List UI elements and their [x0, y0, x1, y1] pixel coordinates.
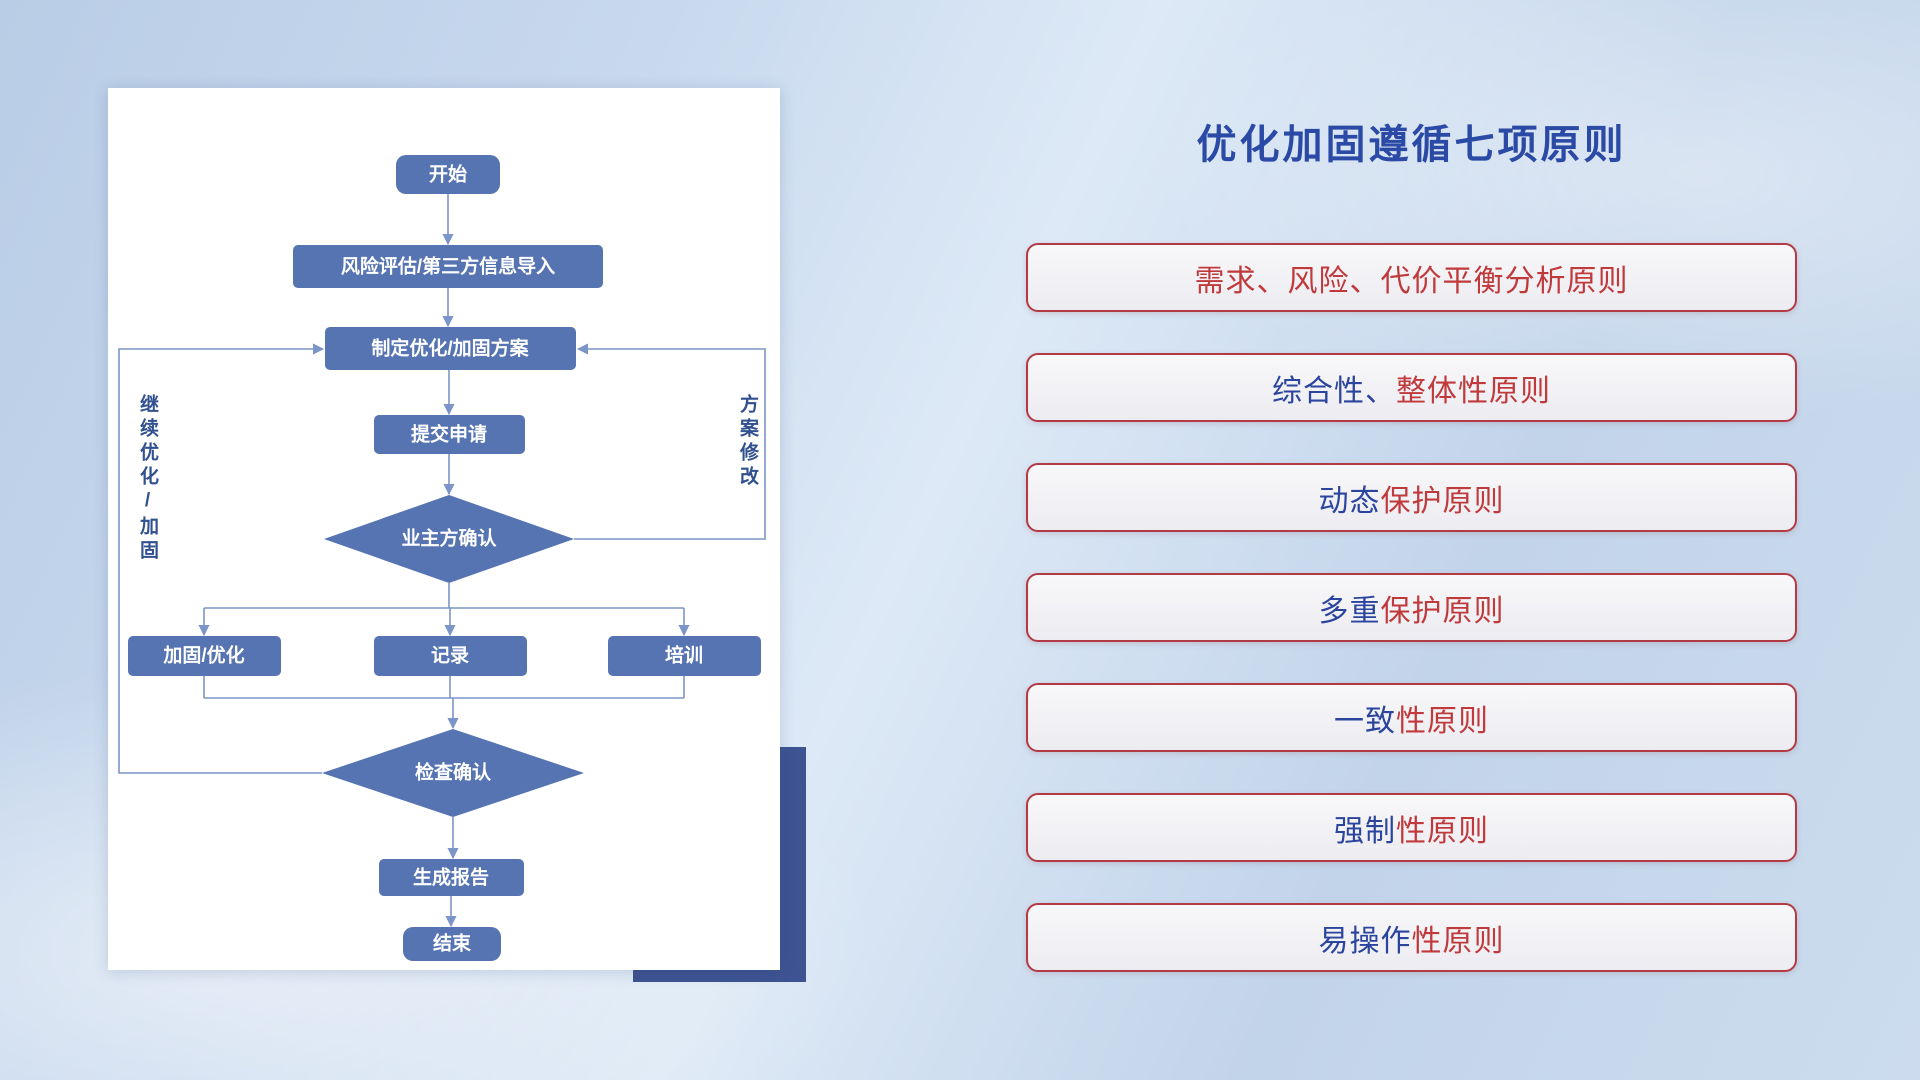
principle-text: 综合性、 — [1272, 374, 1396, 408]
principle-text: 一致 — [1334, 704, 1396, 738]
flow-node-start-label: 开始 — [429, 163, 467, 186]
principle-text: 多重 — [1318, 594, 1381, 628]
principle-item-6: 强制性原则 — [1026, 793, 1797, 862]
flow-node-harden-optimize-label: 加固/优化 — [162, 644, 244, 667]
principle-item-2: 综合性、整体性原则 — [1026, 353, 1797, 422]
flow-node-owner-confirm: 业主方确认 — [324, 495, 574, 583]
flow-node-record: 记录 — [374, 636, 527, 676]
flow-node-check-confirm: 检查确认 — [322, 729, 584, 817]
principles-list: 需求、风险、代价平衡分析原则 综合性、整体性原则 动态保护原则 多重保护原则 一… — [1026, 243, 1797, 972]
flow-node-record-label: 记录 — [431, 645, 469, 667]
flow-node-training: 培训 — [608, 636, 761, 676]
principle-item-5: 一致性原则 — [1026, 683, 1797, 752]
principle-text: 保护原则 — [1380, 594, 1505, 628]
principle-text: 整体性原则 — [1396, 374, 1551, 408]
flow-node-make-plan-label: 制定优化/加固方案 — [371, 337, 529, 360]
principle-text: 易操作 — [1318, 924, 1412, 958]
flow-node-risk-assessment: 风险评估/第三方信息导入 — [293, 245, 603, 288]
flow-node-submit-label: 提交申请 — [411, 423, 487, 446]
flowchart-card: 开始 风险评估/第三方信息导入 制定优化/加固方案 提交申请 业主方确认 加固/ — [108, 88, 780, 970]
flow-node-start: 开始 — [396, 155, 500, 194]
flow-node-make-plan: 制定优化/加固方案 — [325, 327, 576, 370]
flow-node-end: 结束 — [403, 927, 501, 961]
principle-item-7: 易操作性原则 — [1026, 903, 1797, 972]
principle-item-4: 多重保护原则 — [1026, 573, 1797, 642]
flow-node-check-confirm-label: 检查确认 — [415, 761, 491, 784]
principle-text: 性原则 — [1411, 924, 1505, 958]
flow-node-training-label: 培训 — [665, 644, 703, 667]
loop-label-plan-modify: 方案修改 — [737, 394, 758, 490]
flow-connectors — [118, 194, 766, 928]
loop-label-continue-optimize: 继续优化/加固 — [137, 394, 158, 564]
flow-node-generate-report-label: 生成报告 — [413, 866, 489, 889]
panel-title: 优化加固遵循七项原则 — [1196, 123, 1627, 167]
principle-text: 性原则 — [1396, 704, 1489, 738]
principle-item-3: 动态保护原则 — [1026, 463, 1797, 532]
flow-node-submit: 提交申请 — [374, 415, 525, 454]
principle-text: 保护原则 — [1380, 484, 1505, 518]
principle-text: 动态 — [1318, 484, 1381, 518]
principle-text: 性原则 — [1396, 814, 1489, 848]
flowchart: 开始 风险评估/第三方信息导入 制定优化/加固方案 提交申请 业主方确认 加固/ — [118, 155, 766, 961]
flow-node-owner-confirm-label: 业主方确认 — [401, 527, 496, 550]
flow-node-generate-report: 生成报告 — [379, 859, 524, 896]
flow-node-risk-assessment-label: 风险评估/第三方信息导入 — [341, 255, 555, 278]
flow-node-end-label: 结束 — [433, 932, 472, 955]
principle-text: 需求、风险、代价平衡分析原则 — [1194, 264, 1629, 298]
flow-node-harden-optimize: 加固/优化 — [128, 636, 281, 676]
principle-text: 强制 — [1334, 814, 1396, 848]
principle-item-1: 需求、风险、代价平衡分析原则 — [1026, 243, 1797, 312]
